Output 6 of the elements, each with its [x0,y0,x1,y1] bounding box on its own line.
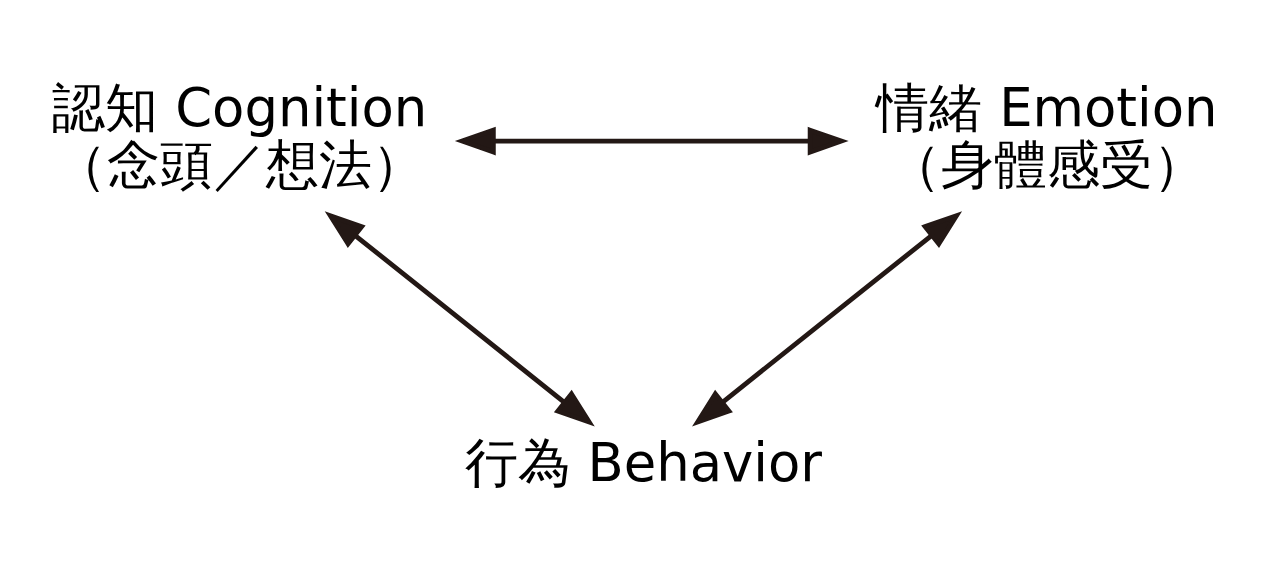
node-text: 情緒 Emotion （身體感受） [876,76,1218,196]
arrow [692,211,963,427]
node-text: 行為 Behavior [464,432,823,494]
arrow [454,126,849,156]
arrow [324,211,595,427]
node-text: 認知 Cognition （念頭／想法） [52,76,428,196]
